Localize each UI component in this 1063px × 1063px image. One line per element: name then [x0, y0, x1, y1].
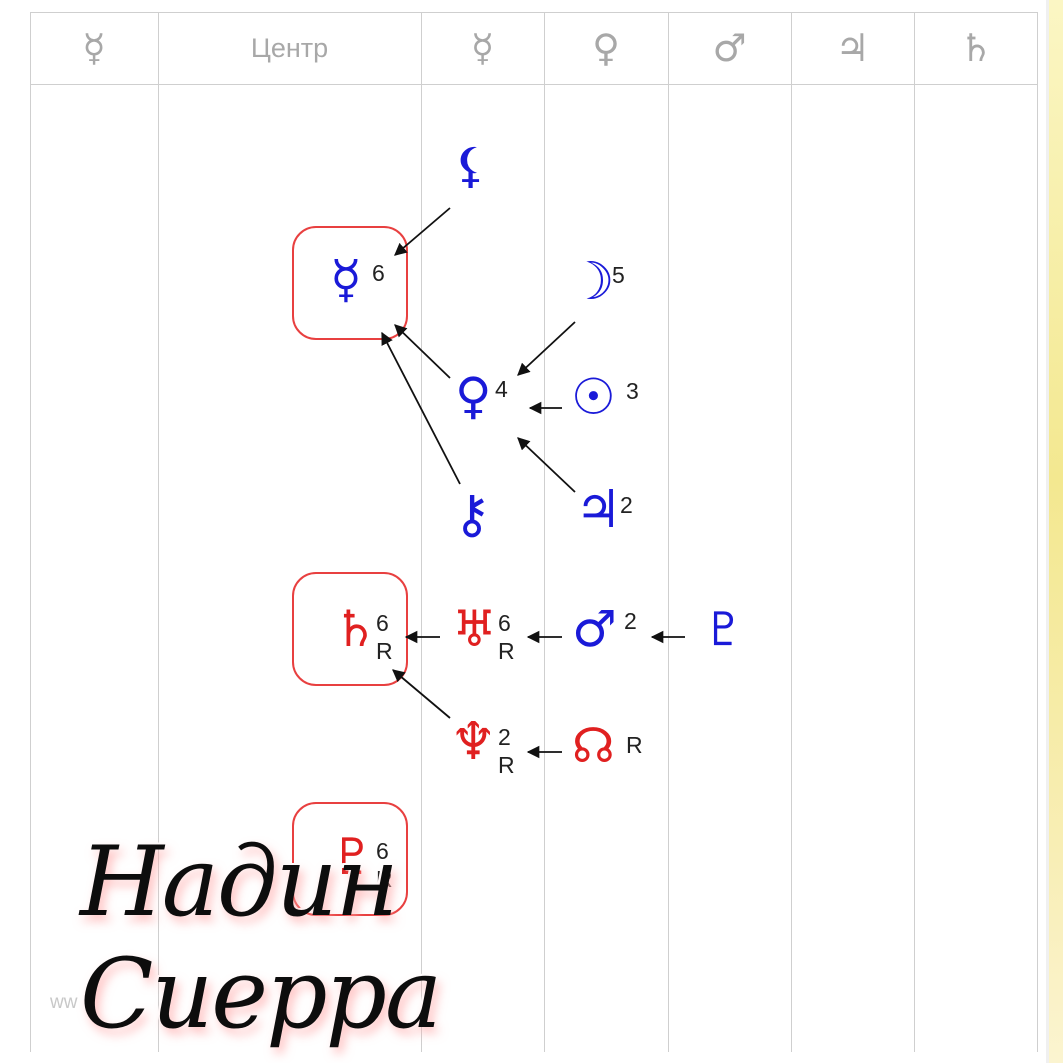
- header-mars-icon: ♂: [712, 26, 747, 70]
- pluto-icon: ♇: [703, 602, 745, 656]
- saturn-icon: ♄: [333, 600, 378, 658]
- neptune-degree: 2: [498, 724, 511, 750]
- uranus-retrograde: R: [498, 638, 515, 664]
- website-watermark: ww: [50, 992, 78, 1013]
- pluto-icon: ♇: [330, 828, 375, 886]
- neptune-icon: ♆: [450, 712, 497, 772]
- header-saturn-icon: ♄: [958, 26, 994, 70]
- column-divider: [158, 12, 159, 1052]
- right-edge-strip: [1046, 0, 1063, 1063]
- signature-watermark: Надин Сиерра: [80, 826, 442, 1050]
- uranus-degree: 6: [498, 610, 511, 636]
- column-divider: [914, 12, 915, 1052]
- mars-degree: 2: [624, 608, 637, 634]
- sun-degree: 3: [626, 378, 639, 404]
- header-divider: [30, 84, 1038, 85]
- jupiter-degree: 2: [620, 492, 633, 518]
- venus-icon: ♀: [455, 367, 492, 425]
- header-venus-icon: ♀: [592, 26, 620, 70]
- arrow-neptune-to-saturn: [392, 669, 451, 719]
- header-jupiter-icon: ♃: [835, 26, 870, 70]
- arrow-chiron-to-mercury: [381, 331, 461, 485]
- jupiter-icon: ♃: [575, 480, 622, 540]
- lilith-icon: ⚸: [453, 138, 489, 194]
- arrow-jupiter-to-venus: [517, 437, 576, 493]
- arrow-venus-to-mercury: [394, 324, 451, 379]
- uranus-icon: ♅: [452, 600, 497, 658]
- column-divider: [421, 12, 422, 1052]
- saturn-degree: 6: [376, 610, 389, 636]
- final-dispositor-box-mercury: [292, 226, 408, 340]
- mars-icon: ♂: [572, 600, 617, 658]
- mercury-degree: 6: [372, 260, 385, 286]
- moon-icon: ☽: [568, 252, 615, 312]
- arrow-lilith-to-mercury: [394, 207, 451, 256]
- saturn-retrograde: R: [376, 638, 393, 664]
- header-mercury-icon: ☿: [82, 26, 106, 70]
- pluto-retrograde: R: [376, 866, 393, 892]
- north-node-retrograde: R: [626, 732, 643, 758]
- column-divider: [544, 12, 545, 1052]
- header-mercury-icon: ☿: [470, 26, 495, 70]
- chiron-icon: ⚷: [453, 485, 492, 545]
- north-node-icon: ☊: [572, 718, 615, 774]
- sun-icon: ☉: [571, 368, 616, 426]
- neptune-retrograde: R: [498, 752, 515, 778]
- final-dispositor-box-pluto: [292, 802, 408, 916]
- moon-degree: 5: [612, 262, 625, 288]
- header-center-label: Центр: [250, 32, 329, 63]
- final-dispositor-box-saturn: [292, 572, 408, 686]
- venus-degree: 4: [495, 376, 508, 402]
- mercury-icon: ☿: [330, 250, 362, 310]
- column-divider: [668, 12, 669, 1052]
- arrow-moon-to-venus: [517, 321, 576, 376]
- column-divider: [791, 12, 792, 1052]
- pluto-degree: 6: [376, 838, 389, 864]
- dispositor-table: [30, 12, 1038, 1052]
